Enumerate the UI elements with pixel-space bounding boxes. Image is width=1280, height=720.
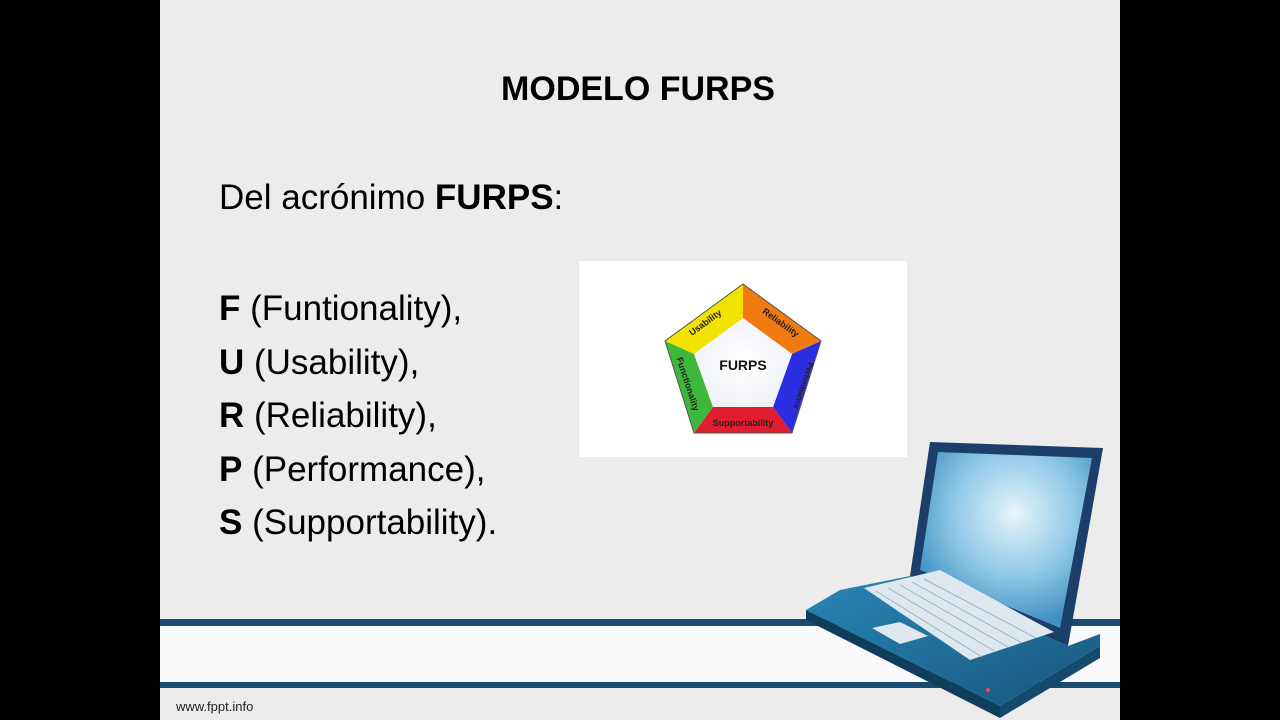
list-item: S (Supportability). [219,496,497,550]
pentagon-svg: FURPS Usability Reliability Performance … [664,283,822,434]
list-item-text: (Supportability). [242,503,498,542]
pentagon-outline [664,283,822,434]
diagram-center-label: FURPS [719,357,766,373]
intro-text: Del acrónimo FURPS: [219,178,563,218]
segment-supportability [694,407,792,433]
list-item-letter: U [219,342,245,382]
furps-list: F (Funtionality), U (Usability), R (Reli… [219,282,497,550]
segment-reliability [743,284,821,354]
list-item-text: (Performance), [242,449,486,489]
list-item-letter: S [219,503,243,542]
label-supportability: Supportability [713,418,774,428]
list-item: F (Funtionality), [219,282,497,336]
slide: MODELO FURPS Del acrónimo FURPS: F (Funt… [160,0,1120,720]
intro-prefix: Del acrónimo [219,178,435,217]
list-item-letter: R [219,396,245,435]
furps-pentagon-diagram: FURPS Usability Reliability Performance … [579,261,907,457]
segment-functionality [665,341,713,433]
segment-performance [773,341,821,433]
footer-band-bottom [160,682,1120,688]
intro-acronym: FURPS [434,178,554,217]
list-item-letter: P [219,449,243,489]
list-item: U (Usability), [219,336,497,390]
list-item-letter: F [219,289,241,328]
footer-url: www.fppt.info [176,699,254,714]
list-item-text: (Usability), [244,342,420,382]
laptop-illustration [806,442,1103,718]
list-item-text: (Funtionality), [240,289,463,328]
segment-usability [665,284,743,354]
pentagon-center [694,318,792,407]
list-item: P (Performance), [219,443,497,497]
footer-band-top [160,619,1120,626]
list-item-text: (Reliability), [244,396,437,435]
list-item: R (Reliability), [219,389,497,443]
slide-title: MODELO FURPS [501,70,775,108]
intro-suffix: : [553,178,564,217]
